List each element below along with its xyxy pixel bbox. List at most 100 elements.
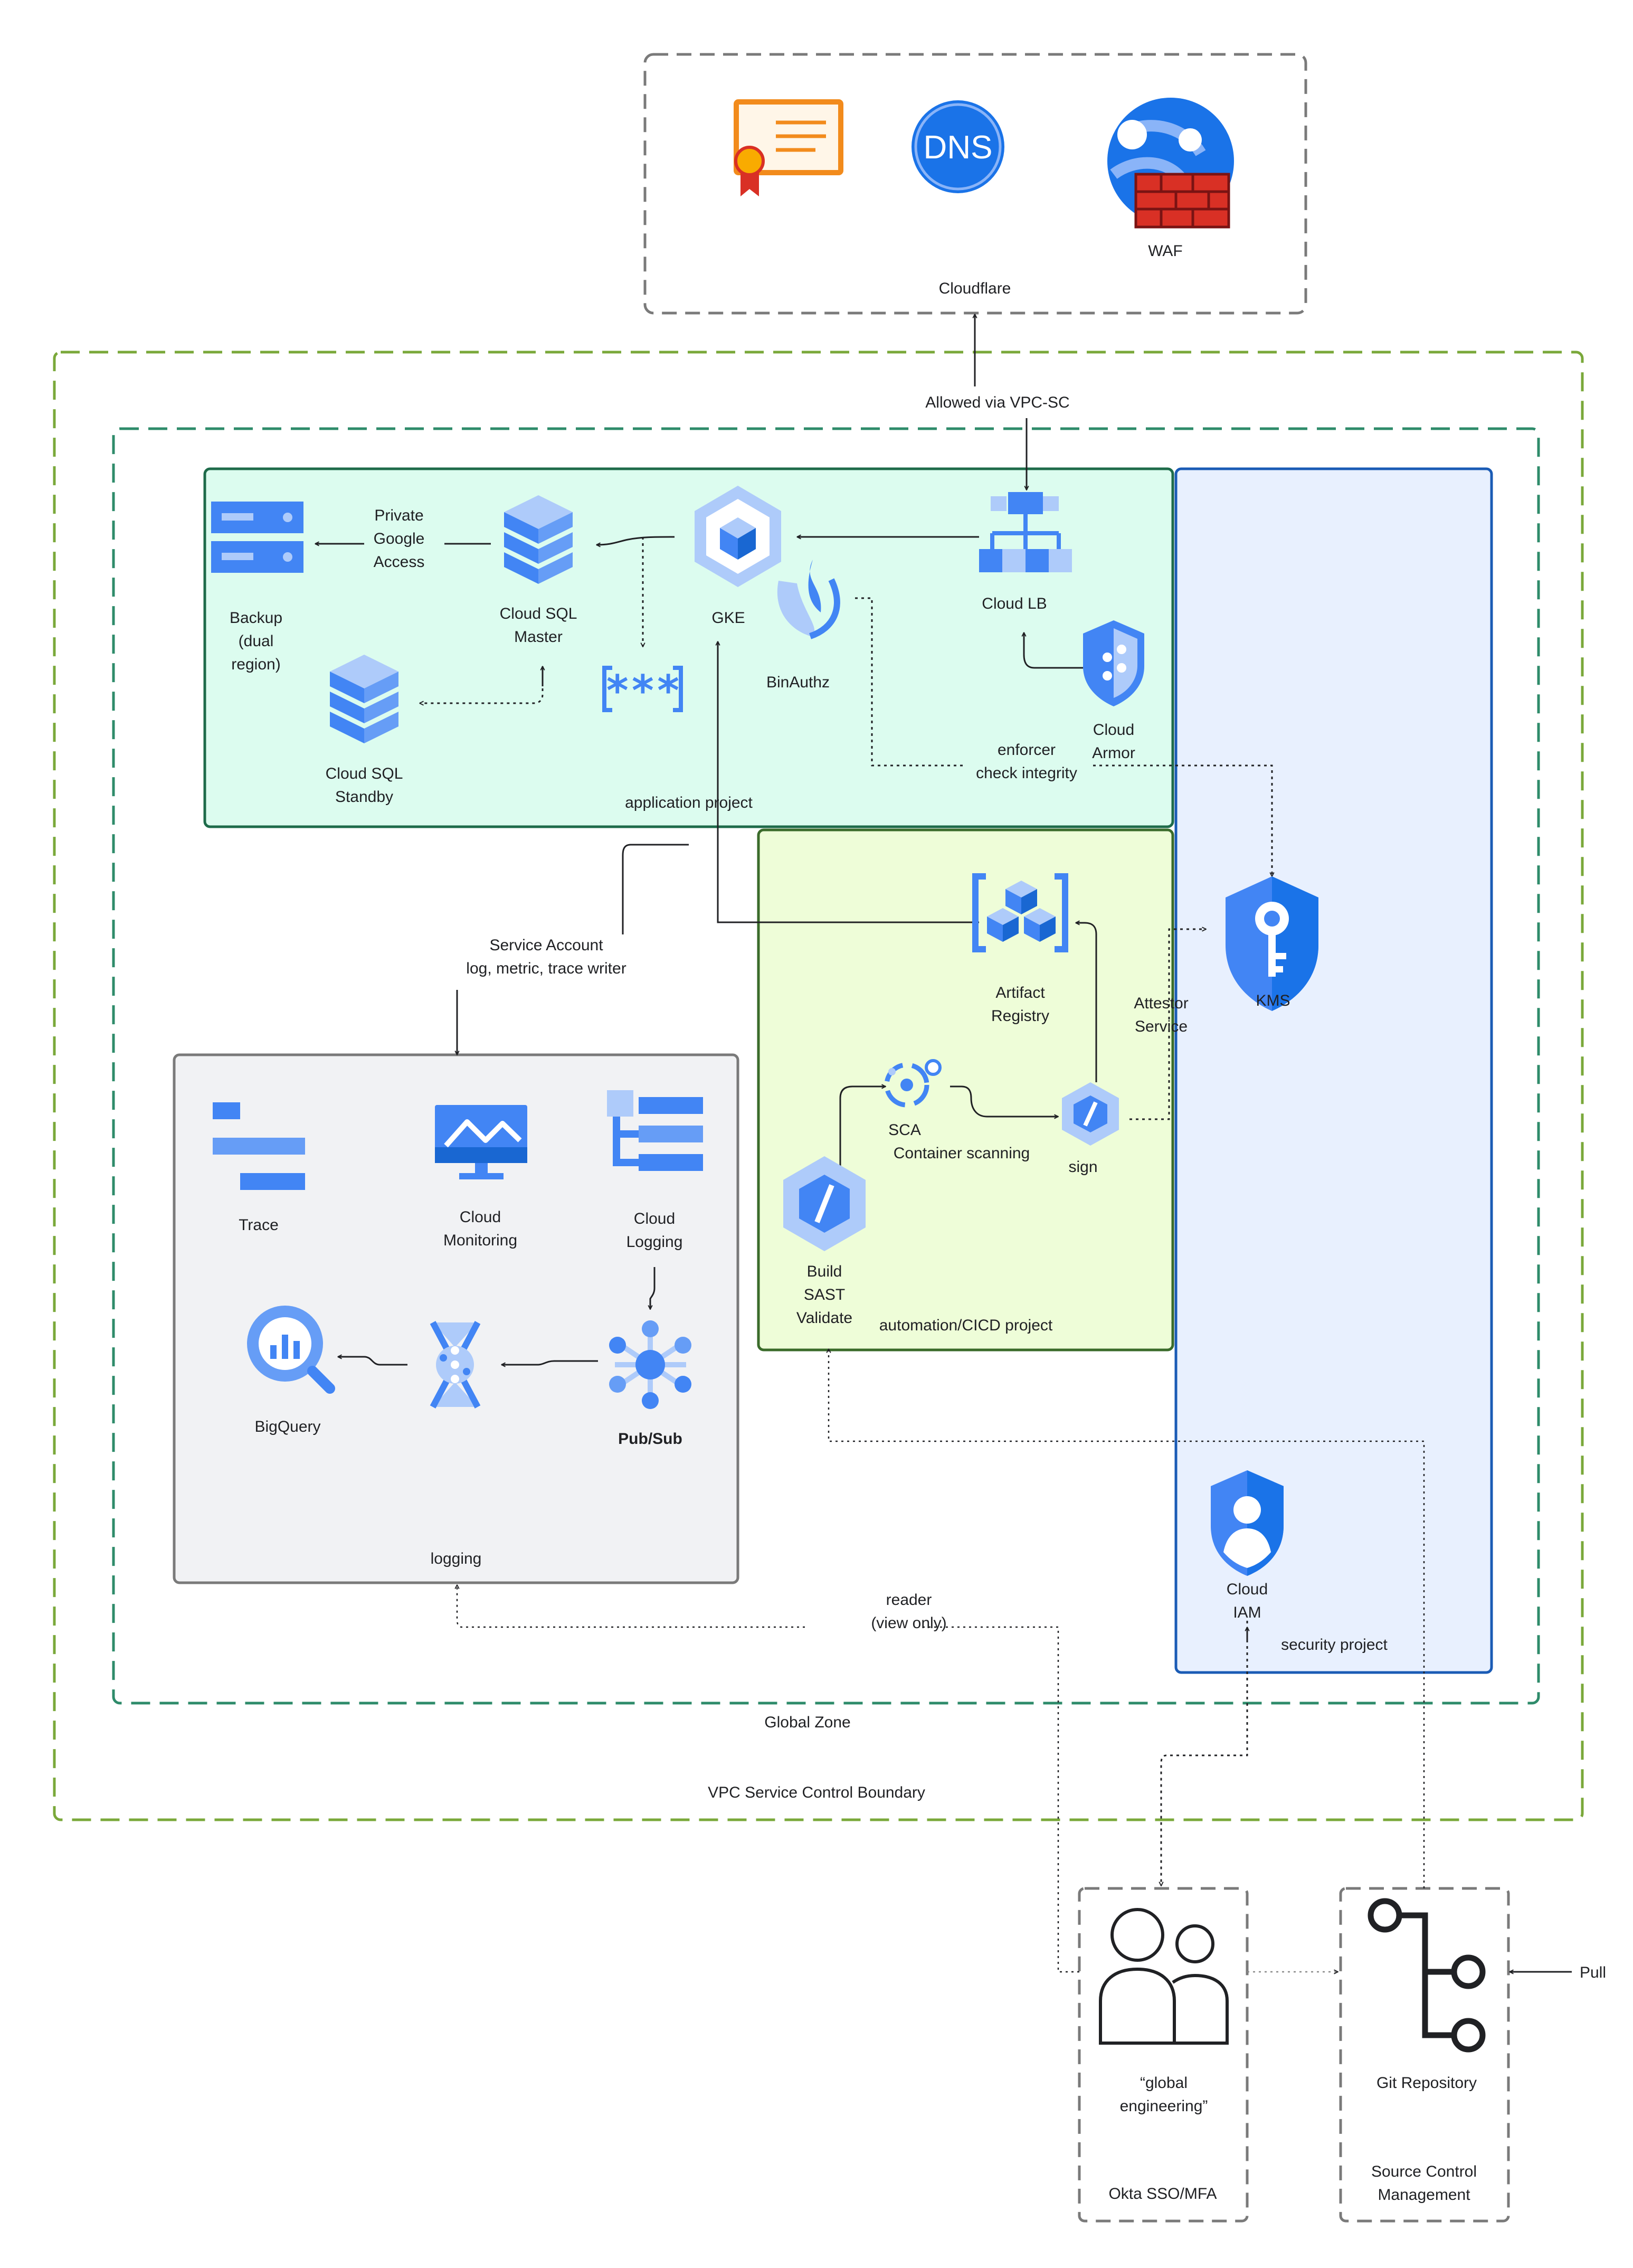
cloud-sql-master-label-1: Cloud SQL xyxy=(500,605,577,622)
vpc-boundary-label: VPC Service Control Boundary xyxy=(708,1784,925,1801)
backup-label-3: region) xyxy=(231,656,280,673)
pga-label-1: Private xyxy=(374,507,423,524)
source-control-zone: Source Control Management xyxy=(1339,1887,1510,2223)
edge-okta-to-logging xyxy=(921,1626,1079,1973)
cloud-iam-icon xyxy=(1211,1470,1284,1576)
gke-icon xyxy=(695,486,781,587)
edge-gke-to-sql xyxy=(596,536,675,545)
git-repository-label: Git Repository xyxy=(1376,2074,1477,2092)
svg-text:log, metric, trace writer: log, metric, trace writer xyxy=(466,960,626,977)
svg-text:Service: Service xyxy=(1135,1018,1188,1035)
build-label-1: Build xyxy=(807,1263,842,1280)
cloud-armor-label-2: Armor xyxy=(1092,744,1135,762)
source-control-label-2: Management xyxy=(1378,2186,1470,2204)
global-zone-label: Global Zone xyxy=(764,1714,850,1731)
sign-icon xyxy=(1062,1082,1119,1146)
security-project-zone: security project xyxy=(1174,467,1493,1674)
pubsub-icon xyxy=(609,1320,691,1409)
svg-text:check integrity: check integrity xyxy=(976,764,1077,782)
cloud-sql-standby-icon xyxy=(330,655,398,743)
cloud-iam-label-1: Cloud xyxy=(1227,1581,1268,1598)
svg-text:Attestor: Attestor xyxy=(1134,995,1188,1012)
cloud-build-icon xyxy=(783,1156,866,1251)
edge-label-service-account: Service Account log, metric, trace write… xyxy=(454,934,639,990)
edge-registry-to-gke xyxy=(718,641,979,923)
application-project-label: application project xyxy=(625,794,753,811)
global-zone: Global Zone xyxy=(112,427,1540,1731)
edge-sign-to-kms xyxy=(1129,929,1206,1120)
backup-icon xyxy=(211,502,303,573)
artifact-registry-label-2: Registry xyxy=(991,1007,1049,1025)
certificate-icon xyxy=(734,99,843,196)
pga-label-3: Access xyxy=(374,553,425,571)
artifact-registry-label-1: Artifact xyxy=(995,984,1045,1001)
edge-pubsub-to-dataflow xyxy=(501,1360,598,1365)
kms-icon xyxy=(1226,876,1318,1011)
backup-label-2: (dual xyxy=(239,632,274,650)
sign-label: sign xyxy=(1068,1158,1097,1176)
cloud-iam-label-2: IAM xyxy=(1233,1604,1261,1621)
svg-text:Service Account: Service Account xyxy=(489,937,603,954)
trace-icon xyxy=(213,1102,305,1190)
binauthz-label: BinAuthz xyxy=(766,674,830,691)
vpc-boundary-zone: VPC Service Control Boundary xyxy=(53,351,1584,1821)
dns-icon: DNS xyxy=(912,100,1004,193)
source-control-label-1: Source Control xyxy=(1371,2163,1477,2180)
okta-label: Okta SSO/MFA xyxy=(1108,2185,1217,2203)
edge-label-attestor: Attestor Service xyxy=(1134,995,1188,1035)
sca-label-2: Container scanning xyxy=(894,1145,1030,1162)
svg-text:(view only): (view only) xyxy=(871,1614,946,1632)
edge-sign-to-registry xyxy=(1076,923,1097,1082)
artifact-registry-icon xyxy=(972,873,1068,952)
gke-label: GKE xyxy=(711,609,745,627)
application-project-zone: application project xyxy=(203,467,1174,828)
kms-label: KMS xyxy=(1256,992,1290,1009)
edge-git-to-build xyxy=(829,1349,1425,1888)
security-project-label: security project xyxy=(1281,1636,1388,1653)
cloud-lb-label: Cloud LB xyxy=(982,595,1047,612)
cloud-monitoring-label-1: Cloud xyxy=(460,1208,501,1226)
edge-okta-to-iam xyxy=(1161,1621,1248,1886)
cloud-logging-icon xyxy=(607,1090,703,1171)
edge-app-to-logging xyxy=(622,844,689,934)
cloud-logging-label-2: Logging xyxy=(626,1233,683,1251)
waf-icon xyxy=(1107,98,1234,229)
secret-manager-icon: *** xyxy=(602,666,683,715)
cloudflare-label: Cloudflare xyxy=(939,280,1011,297)
cloud-sql-standby-label-2: Standby xyxy=(335,788,393,806)
cloud-logging-label-1: Cloud xyxy=(634,1210,675,1227)
svg-text:***: *** xyxy=(605,666,681,715)
svg-text:Allowed via VPC-SC: Allowed via VPC-SC xyxy=(925,394,1069,411)
cloud-sql-master-label-2: Master xyxy=(514,628,563,646)
build-label-3: Validate xyxy=(796,1309,852,1327)
automation-project-label: automation/CICD project xyxy=(879,1317,1053,1334)
bigquery-label: BigQuery xyxy=(254,1418,320,1435)
pga-label-2: Google xyxy=(374,530,425,547)
cloudflare-zone: Cloudflare xyxy=(643,53,1307,315)
users-icon xyxy=(1099,1908,1229,2045)
bigquery-icon xyxy=(247,1306,335,1394)
edge-label-enforcer: enforcer check integrity xyxy=(963,739,1093,787)
svg-text:reader: reader xyxy=(886,1591,932,1609)
global-engineering-label-1: “global xyxy=(1140,2074,1188,2092)
edge-sca-to-sign xyxy=(950,1085,1058,1117)
dns-label: DNS xyxy=(924,129,993,166)
edge-label-allowed: Allowed via VPC-SC xyxy=(916,386,1079,418)
edge-logging-to-pubsub xyxy=(650,1267,656,1309)
cloud-armor-icon xyxy=(1083,620,1144,706)
backup-label-1: Backup xyxy=(230,609,282,627)
pubsub-label: Pub/Sub xyxy=(618,1430,682,1448)
svg-text:enforcer: enforcer xyxy=(998,741,1056,759)
waf-label: WAF xyxy=(1148,242,1183,260)
edge-build-to-sca xyxy=(839,1086,886,1168)
edge-reader-to-logging xyxy=(457,1585,805,1628)
cloud-monitoring-label-2: Monitoring xyxy=(443,1232,517,1249)
cloud-sql-master-icon xyxy=(504,495,573,584)
cloud-monitoring-icon xyxy=(435,1105,527,1179)
binauthz-icon xyxy=(777,560,840,639)
okta-zone: Okta SSO/MFA xyxy=(1078,1887,1249,2223)
dataflow-icon xyxy=(430,1321,481,1409)
logging-label: logging xyxy=(431,1550,482,1567)
edge-binauthz-to-kms xyxy=(855,597,1272,876)
